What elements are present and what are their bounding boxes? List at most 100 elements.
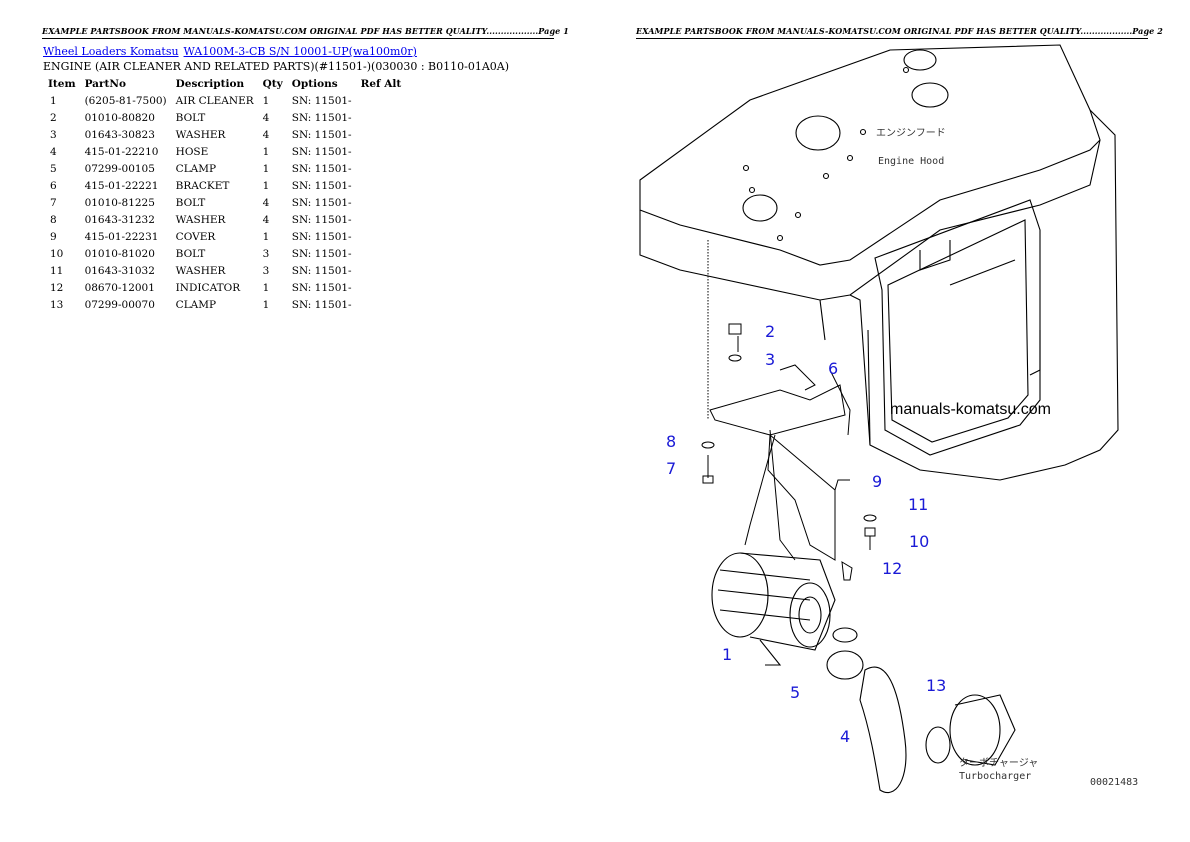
qty-cell: 4 bbox=[262, 128, 270, 141]
qty-cell: 3 bbox=[262, 264, 270, 277]
options-cell: SN: 11501- bbox=[291, 196, 352, 209]
air-cleaner-drawing bbox=[711, 552, 1016, 794]
callout-number: 9 bbox=[872, 472, 882, 491]
bracket-assembly-drawing bbox=[701, 240, 877, 581]
table-row: 7 01010-81225 BOLT 4 SN: 11501- bbox=[43, 194, 405, 211]
page2-header: EXAMPLE PARTSBOOK FROM MANUALS-KOMATSU.C… bbox=[636, 26, 1163, 39]
ref-alt-cell bbox=[356, 262, 406, 279]
partno-cell: 01010-80820 bbox=[84, 111, 155, 124]
description-cell: WASHER bbox=[175, 264, 226, 277]
breadcrumb-link-model[interactable]: WA100M-3-CB S/N 10001-UP(wa100m0r) bbox=[183, 45, 417, 58]
table-row: 4 415-01-22210 HOSE 1 SN: 11501- bbox=[43, 143, 405, 160]
callout-number: 2 bbox=[765, 322, 775, 341]
section-title: ENGINE (AIR CLEANER AND RELATED PARTS)(#… bbox=[43, 60, 510, 73]
options-cell: SN: 11501- bbox=[291, 162, 352, 175]
qty-cell: 1 bbox=[262, 162, 270, 175]
item-cell: 11 bbox=[50, 264, 64, 277]
description-cell: BOLT bbox=[175, 247, 206, 260]
callout-number: 12 bbox=[882, 559, 902, 578]
options-cell: SN: 11501- bbox=[291, 298, 352, 311]
description-cell: BOLT bbox=[175, 111, 206, 124]
engine-hood-drawing bbox=[639, 44, 1119, 481]
callout-number: 1 bbox=[722, 645, 732, 664]
description-cell: HOSE bbox=[175, 145, 209, 158]
ref-alt-cell bbox=[356, 194, 406, 211]
ref-alt-cell bbox=[356, 296, 406, 313]
description-cell: AIR CLEANER bbox=[175, 94, 254, 107]
qty-cell: 1 bbox=[262, 298, 270, 311]
partno-cell: 415-01-22210 bbox=[84, 145, 159, 158]
qty-cell: 1 bbox=[262, 94, 270, 107]
options-cell: SN: 11501- bbox=[291, 145, 352, 158]
options-cell: SN: 11501- bbox=[291, 213, 352, 226]
partno-cell: 01643-30823 bbox=[84, 128, 155, 141]
item-cell: 4 bbox=[50, 145, 57, 158]
qty-cell: 1 bbox=[262, 145, 270, 158]
item-cell: 13 bbox=[50, 298, 64, 311]
engine-hood-label: Engine Hood bbox=[878, 156, 944, 167]
item-cell: 10 bbox=[50, 247, 64, 260]
partno-cell: 01643-31232 bbox=[84, 213, 155, 226]
table-row: 11 01643-31032 WASHER 3 SN: 11501- bbox=[43, 262, 405, 279]
description-cell: CLAMP bbox=[175, 298, 217, 311]
callout-number: 6 bbox=[828, 359, 838, 378]
breadcrumb-link-wheel-loaders[interactable]: Wheel Loaders Komatsu bbox=[43, 45, 179, 58]
engine-hood-jp-label: エンジンフード bbox=[876, 128, 946, 139]
table-row: 2 01010-80820 BOLT 4 SN: 11501- bbox=[43, 109, 405, 126]
qty-cell: 4 bbox=[262, 196, 270, 209]
item-cell: 6 bbox=[50, 179, 57, 192]
partno-cell: 07299-00070 bbox=[84, 298, 155, 311]
ref-alt-cell bbox=[356, 177, 406, 194]
partno-cell: 415-01-22231 bbox=[84, 230, 159, 243]
turbocharger-label: Turbocharger bbox=[959, 771, 1031, 782]
table-row: 6 415-01-22221 BRACKET 1 SN: 11501- bbox=[43, 177, 405, 194]
item-cell: 1 bbox=[50, 94, 57, 107]
breadcrumb: Wheel Loaders Komatsu WA100M-3-CB S/N 100… bbox=[43, 45, 422, 58]
page1-header: EXAMPLE PARTSBOOK FROM MANUALS-KOMATSU.C… bbox=[42, 26, 569, 39]
partno-cell: 01010-81225 bbox=[84, 196, 155, 209]
description-cell: BOLT bbox=[175, 196, 206, 209]
callout-number: 11 bbox=[908, 495, 928, 514]
item-cell: 8 bbox=[50, 213, 57, 226]
partno-cell: 01010-81020 bbox=[84, 247, 155, 260]
drawing-code: 00021483 bbox=[1090, 777, 1138, 788]
ref-alt-cell bbox=[356, 279, 406, 296]
callout-number: 8 bbox=[666, 432, 676, 451]
watermark-text: manuals-komatsu.com bbox=[890, 401, 1051, 418]
callout-number: 7 bbox=[666, 459, 676, 478]
partno-cell: 415-01-22221 bbox=[84, 179, 159, 192]
table-row: 13 07299-00070 CLAMP 1 SN: 11501- bbox=[43, 296, 405, 313]
ref-alt-cell bbox=[356, 143, 406, 160]
qty-cell: 4 bbox=[262, 111, 270, 124]
options-cell: SN: 11501- bbox=[291, 111, 352, 124]
turbocharger-jp-label: ターボチャージャ bbox=[959, 757, 1038, 769]
qty-cell: 1 bbox=[262, 179, 270, 192]
item-cell: 2 bbox=[50, 111, 57, 124]
qty-cell: 3 bbox=[262, 247, 270, 260]
ref-alt-cell bbox=[356, 245, 406, 262]
options-cell: SN: 11501- bbox=[291, 179, 352, 192]
ref-alt-cell bbox=[356, 211, 406, 228]
partno-cell: 08670-12001 bbox=[84, 281, 155, 294]
options-cell: SN: 11501- bbox=[291, 247, 352, 260]
item-cell: 7 bbox=[50, 196, 57, 209]
description-cell: BRACKET bbox=[175, 179, 230, 192]
options-cell: SN: 11501- bbox=[291, 230, 352, 243]
callout-number: 13 bbox=[926, 676, 946, 695]
ref-alt-cell bbox=[356, 160, 406, 177]
description-cell: INDICATOR bbox=[175, 281, 241, 294]
qty-cell: 1 bbox=[262, 230, 270, 243]
callout-number: 10 bbox=[909, 532, 929, 551]
partno-cell: (6205-81-7500) bbox=[84, 94, 167, 107]
options-cell: SN: 11501- bbox=[291, 264, 352, 277]
partno-cell: 07299-00105 bbox=[84, 162, 155, 175]
item-cell: 5 bbox=[50, 162, 57, 175]
partno-cell: 01643-31032 bbox=[84, 264, 155, 277]
